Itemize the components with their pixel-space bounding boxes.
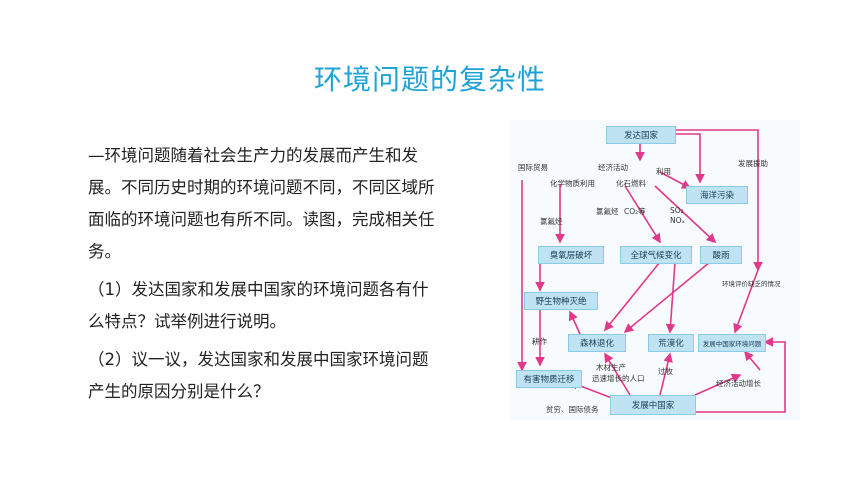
arrow-forest-wildlife — [568, 310, 581, 335]
box-desertification: 荒漠化 — [648, 334, 694, 352]
label-economic-activity: 经济活动 — [598, 163, 628, 172]
arrow-acid-forest — [623, 261, 711, 334]
box-harmful-substance-transfer: 有害物质迁移 — [516, 370, 582, 388]
intro-paragraph: —环境问题随着社会生产力的发展而产生和发展。不同历史时期的环境问题不同，不同区域… — [88, 146, 435, 261]
label-development-aid: 发展援助 — [738, 159, 768, 168]
label-lack-of-assessment: 环境评价缺乏的情况 — [722, 280, 781, 288]
question-2: （2）议一议，发达国家和发展中国家环境问题产生的原因分别是什么？ — [88, 350, 429, 401]
label-rapid-population-growth: 迅速增长的人口 — [592, 374, 645, 383]
label-poverty-debt: 贫穷、国际债务 — [546, 405, 599, 414]
box-developing-env-problems: 发展中国家环境问题 — [698, 334, 766, 352]
label-nox: NOₓ — [670, 216, 685, 225]
box-developed-countries: 发达国家 — [606, 126, 676, 144]
arrow-poverty-loop — [680, 337, 786, 413]
page-title: 环境问题的复杂性 — [313, 63, 546, 96]
arrow-developing-desert — [659, 352, 673, 396]
label-international-trade: 国际贸易 — [518, 163, 548, 172]
arrow-aid-problem — [733, 269, 759, 334]
arrow-growth-problem — [743, 350, 761, 371]
arrow-climate-desert — [665, 261, 676, 334]
label-timber-production: 木材生产 — [596, 363, 626, 372]
box-ozone-depletion: 臭氧层破坏 — [538, 246, 604, 264]
label-cfc-1: 氯氟烃 — [540, 217, 563, 226]
arrow-developed-ocean — [675, 133, 705, 184]
label-so2: SO₂ — [670, 206, 684, 215]
box-forest-degradation: 森林退化 — [568, 334, 626, 352]
arrow-econ-ocean — [659, 171, 692, 189]
question-1: （1）发达国家和发展中国家的环境问题各有什么特点？试举例进行说明。 — [88, 280, 429, 331]
label-cfc-2: 氯氟烃 — [596, 207, 619, 216]
environment-problem-diagram: 发达国家 海洋污染 臭氧层破坏 全球气候变化 酸雨 野生物种灭绝 森林退化 荒漠… — [510, 120, 800, 420]
label-farming: 耕作 — [532, 337, 547, 346]
label-fossil-fuel: 化石燃料 — [616, 179, 646, 188]
box-developing-countries: 发展中国家 — [610, 395, 696, 415]
arrow-developing-forest — [604, 352, 631, 396]
label-use: 利用 — [656, 167, 671, 176]
label-overgrazing: 过牧 — [658, 367, 673, 376]
label-co2: CO₂等 — [624, 207, 646, 216]
box-species-extinction: 野生物种灭绝 — [524, 292, 598, 310]
arrow-developing-growth — [694, 373, 742, 396]
arrow-climate-forest — [603, 261, 661, 332]
box-acid-rain: 酸雨 — [700, 246, 742, 264]
arrow-fossil-acid — [654, 185, 717, 244]
box-climate-change: 全球气候变化 — [620, 246, 692, 264]
box-ocean-pollution: 海洋污染 — [686, 186, 748, 204]
arrow-developed-aid — [675, 129, 763, 272]
label-economic-growth: 经济活动增长 — [716, 379, 761, 388]
body-text: —环境问题随着社会生产力的发展而产生和发展。不同历史时期的环境问题不同，不同区域… — [88, 140, 438, 414]
label-chemical-use: 化学物质利用 — [550, 179, 595, 188]
arrow-fossil-climate — [624, 185, 661, 244]
